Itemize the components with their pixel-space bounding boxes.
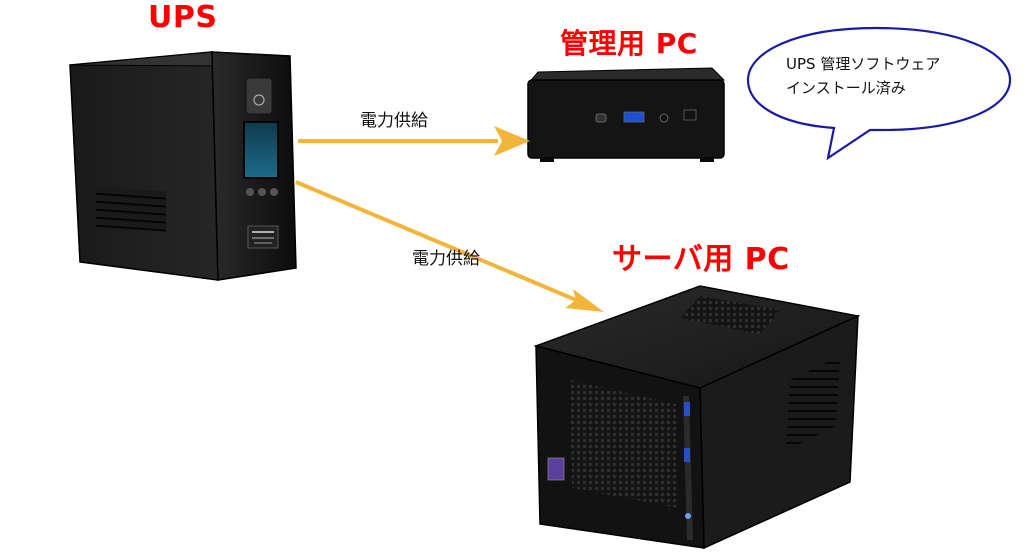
arrow-ups-to-server <box>295 180 604 312</box>
edge-label-server: 電力供給 <box>412 249 480 269</box>
arrow-ups-to-mgmt <box>298 126 530 156</box>
ups-device <box>69 51 297 281</box>
callout-line-1: UPS 管理ソフトウェア <box>786 55 941 73</box>
mgmt-pc-title: 管理用 PC <box>560 27 698 60</box>
callout-line-2: インストール済み <box>786 79 906 97</box>
ups-title: UPS <box>148 0 218 35</box>
server-pc-device <box>533 285 861 550</box>
speech-bubble <box>746 26 1012 161</box>
mgmt-pc-device <box>526 67 726 162</box>
server-pc-title: サーバ用 PC <box>612 242 790 277</box>
edge-label-mgmt: 電力供給 <box>360 111 428 131</box>
